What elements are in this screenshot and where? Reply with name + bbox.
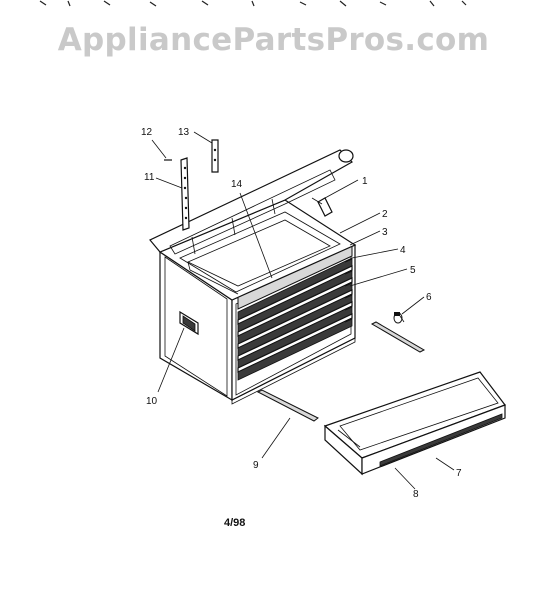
lid-bracket <box>211 139 219 173</box>
drawer-slide-right <box>370 321 426 353</box>
callout-10: 10 <box>146 396 158 407</box>
chest-left-inner-edge <box>164 256 228 397</box>
lid-front-roll <box>338 149 354 163</box>
callout-7: 7 <box>456 468 462 479</box>
drawer-stack <box>237 257 353 381</box>
callout-13: 13 <box>178 127 190 138</box>
callout-2: 2 <box>382 209 388 220</box>
lid-inner-panel <box>169 169 336 255</box>
callout-4: 4 <box>400 245 406 256</box>
side-handle-recess <box>182 315 196 332</box>
callout-9: 9 <box>253 460 259 471</box>
date-code: 4/98 <box>224 517 246 529</box>
watermark-text: AppliancePartsPros.com <box>57 22 490 58</box>
callout-11: 11 <box>144 172 155 183</box>
callout-12: 12 <box>141 127 153 138</box>
top-tray-opening <box>179 211 341 293</box>
top-tray-inner <box>187 219 331 287</box>
top-scan-artifact <box>39 0 467 7</box>
callout-3: 3 <box>382 227 388 238</box>
piano-hinge <box>180 157 190 231</box>
lid-stay <box>317 197 333 217</box>
callout-1: 1 <box>362 176 368 187</box>
callout-8: 8 <box>413 489 419 500</box>
leader-lines <box>151 131 455 490</box>
drawer-pulls <box>344 258 353 323</box>
lock-part <box>393 312 405 324</box>
drawer-front-handle <box>379 413 503 467</box>
lid-stay-brackets <box>191 198 276 255</box>
chest-base <box>231 337 356 405</box>
callout-5: 5 <box>410 265 416 276</box>
callout-14: 14 <box>231 179 243 190</box>
drawer-slide-left <box>256 389 319 422</box>
callout-6: 6 <box>426 292 432 303</box>
